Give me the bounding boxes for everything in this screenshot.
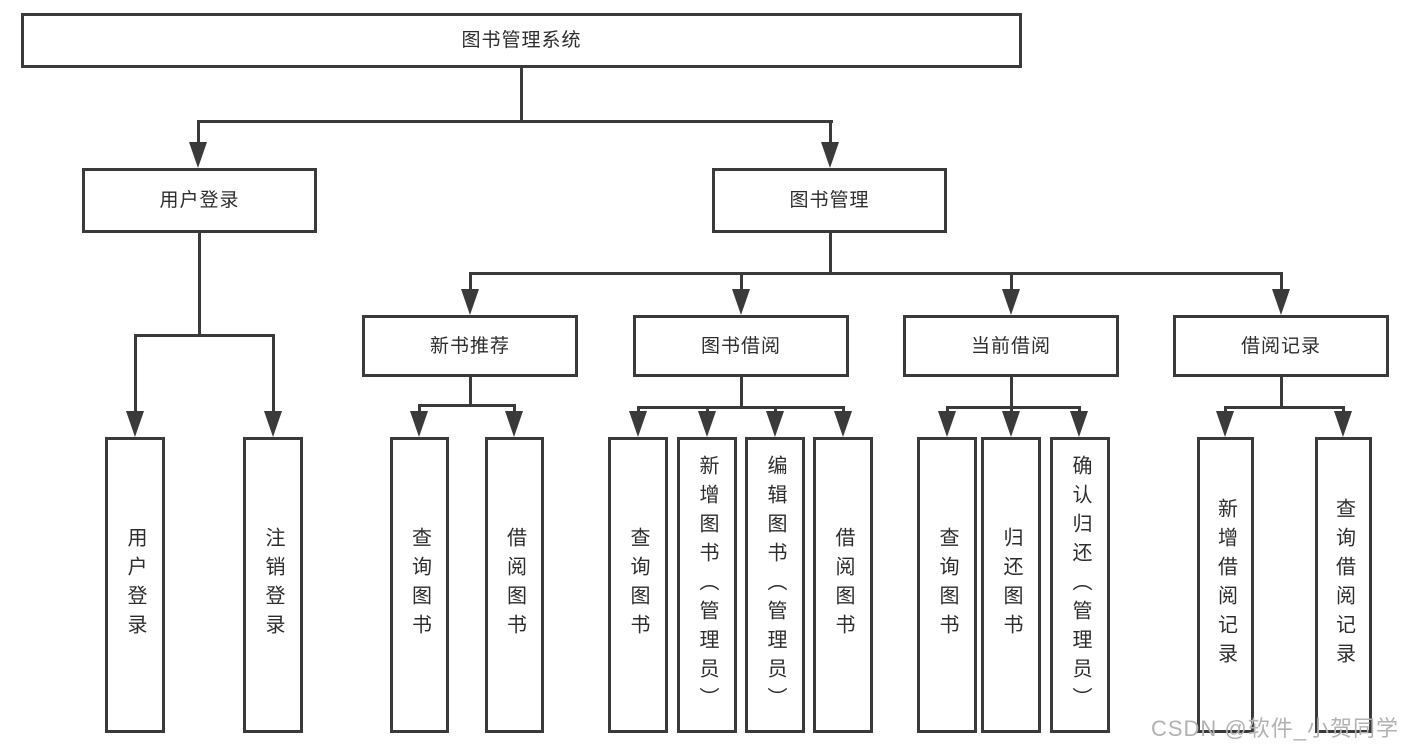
arrow-down-icon	[189, 142, 207, 168]
node-borrowing-records: 借阅记录	[1173, 315, 1389, 377]
connector-line	[829, 233, 832, 275]
connector-line	[469, 374, 472, 407]
connector-line	[1224, 406, 1344, 409]
leaf-query-borrow-record: 查询借阅记录	[1315, 437, 1372, 733]
connector-line	[1280, 272, 1283, 291]
node-label: 用户登录	[124, 527, 146, 643]
arrow-down-icon	[766, 411, 784, 437]
node-label: 借阅图书	[832, 527, 854, 643]
leaf-borrow-books-borrowing: 借阅图书	[813, 437, 873, 733]
connector-line	[740, 374, 743, 408]
node-label: 借阅图书	[503, 527, 526, 643]
connector-line	[134, 334, 275, 337]
arrow-down-icon	[1002, 411, 1020, 437]
connector-line	[637, 406, 640, 413]
leaf-return-books: 归还图书	[981, 437, 1041, 733]
connector-line	[469, 272, 1282, 275]
node-label: 编辑图书（管理员）	[764, 454, 786, 716]
leaf-add-book-admin: 新增图书（管理员）	[677, 437, 737, 733]
connector-line	[197, 120, 200, 144]
node-label: 查询图书	[936, 527, 958, 643]
connector-line	[1010, 272, 1013, 291]
connector-line	[418, 404, 516, 407]
node-book-borrowing: 图书借阅	[633, 315, 849, 377]
arrow-down-icon	[834, 411, 852, 437]
connector-line	[134, 334, 137, 413]
node-label: 新增借阅记录	[1214, 498, 1237, 672]
connector-line	[198, 233, 201, 337]
node-label: 借阅记录	[1240, 335, 1321, 357]
node-root: 图书管理系统	[21, 13, 1022, 68]
connector-line	[774, 406, 777, 413]
node-label: 注销登录	[262, 527, 284, 643]
connector-line	[418, 404, 421, 413]
leaf-add-borrow-record: 新增借阅记录	[1197, 437, 1254, 733]
arrow-down-icon	[461, 289, 479, 315]
connector-line	[1010, 406, 1013, 413]
connector-line	[513, 404, 516, 413]
connector-line	[946, 406, 949, 413]
connector-line	[842, 406, 845, 413]
node-user-login: 用户登录	[82, 168, 317, 233]
connector-line	[637, 406, 844, 409]
connector-line	[1280, 374, 1283, 408]
leaf-user-login: 用户登录	[105, 437, 165, 733]
node-label: 确认归还（管理员）	[1069, 454, 1091, 716]
arrow-down-icon	[1070, 411, 1088, 437]
arrow-down-icon	[1216, 411, 1234, 437]
node-label: 新书推荐	[429, 335, 510, 357]
arrow-down-icon	[1272, 289, 1290, 315]
node-label: 查询图书	[408, 527, 431, 643]
arrow-down-icon	[126, 411, 144, 437]
connector-line	[1224, 406, 1227, 413]
node-book-management: 图书管理	[712, 168, 947, 233]
leaf-confirm-return-admin: 确认归还（管理员）	[1050, 437, 1110, 733]
leaf-borrow-books-recommend: 借阅图书	[485, 437, 544, 733]
arrow-down-icon	[821, 142, 839, 168]
connector-line	[1010, 374, 1013, 408]
arrow-down-icon	[410, 411, 428, 437]
node-label: 用户登录	[159, 190, 240, 211]
node-new-book-recommendation: 新书推荐	[362, 315, 578, 377]
connector-line	[946, 406, 1081, 409]
arrow-down-icon	[938, 411, 956, 437]
arrow-down-icon	[629, 411, 647, 437]
connector-line	[520, 66, 523, 123]
leaf-query-books-current: 查询图书	[917, 437, 977, 733]
connector-line	[197, 120, 833, 123]
arrow-down-icon	[1002, 289, 1020, 315]
node-label: 图书管理系统	[461, 30, 582, 51]
leaf-query-books-borrowing: 查询图书	[608, 437, 668, 733]
leaf-edit-book-admin: 编辑图书（管理员）	[745, 437, 805, 733]
connector-line	[740, 272, 743, 291]
connector-line	[272, 334, 275, 413]
node-current-borrowing: 当前借阅	[903, 315, 1119, 377]
connector-line	[1078, 406, 1081, 413]
arrow-down-icon	[505, 411, 523, 437]
leaf-logout: 注销登录	[243, 437, 303, 733]
connector-line	[829, 120, 832, 144]
arrow-down-icon	[732, 289, 750, 315]
node-label: 新增图书（管理员）	[696, 454, 718, 716]
node-label: 当前借阅	[970, 335, 1051, 357]
node-label: 查询借阅记录	[1332, 498, 1355, 672]
connector-line	[706, 406, 709, 413]
arrow-down-icon	[264, 411, 282, 437]
watermark: CSDN @软件_小贺同学	[1150, 716, 1399, 741]
connector-line	[1342, 406, 1345, 413]
node-label: 归还图书	[1000, 527, 1022, 643]
connector-line	[469, 272, 472, 291]
leaf-query-books-recommend: 查询图书	[390, 437, 449, 733]
node-label: 图书借阅	[700, 335, 781, 357]
arrow-down-icon	[698, 411, 716, 437]
node-label: 图书管理	[789, 190, 870, 211]
node-label: 查询图书	[627, 527, 649, 643]
arrow-down-icon	[1334, 411, 1352, 437]
